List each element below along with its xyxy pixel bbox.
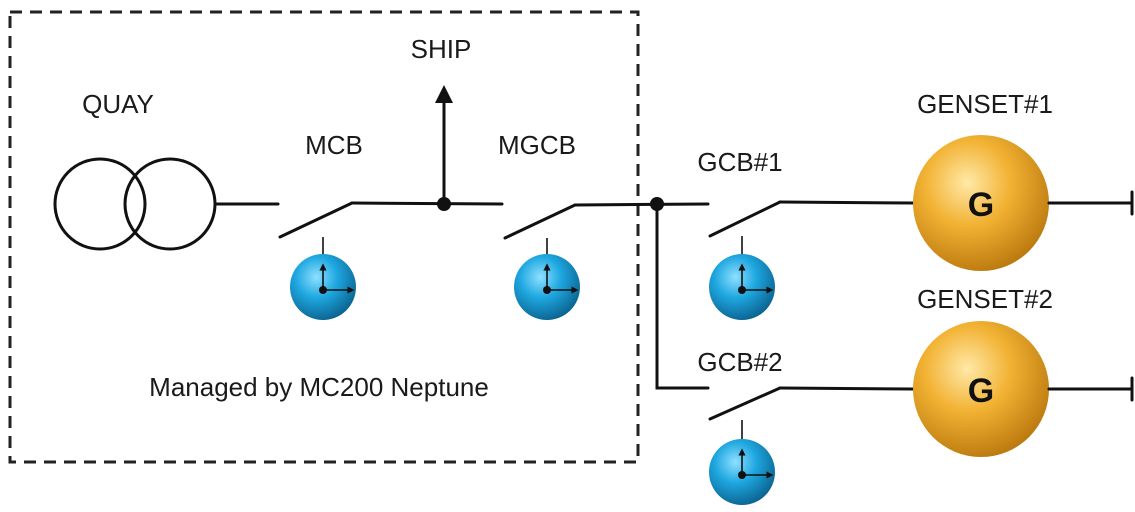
gcb2-relay-icon [709, 420, 775, 505]
genset2-symbol: G [968, 372, 994, 410]
mcb-switch-blade [278, 201, 354, 239]
mcb-relay-icon [290, 237, 356, 320]
managed-area-box [8, 10, 640, 464]
genset1-label: GENSET#1 [917, 89, 1053, 119]
gcb2-branch-wire [655, 202, 710, 390]
ship-label: SHIP [411, 34, 472, 64]
mgcb-to-node-wire [573, 202, 710, 207]
genset1-generator-icon: G [913, 135, 1049, 271]
genset2-generator-icon: G [913, 321, 1049, 457]
gcb1-to-genset1-wire [778, 200, 915, 205]
mgcb-switch-blade [503, 203, 577, 240]
quay-transformer-icon [53, 157, 217, 251]
gcb2-to-genset2-wire [778, 386, 915, 391]
mgcb-label: MGCB [498, 130, 576, 160]
gcb1-label: GCB#1 [697, 147, 782, 177]
ship-junction-node [437, 197, 451, 211]
gcb1-switch-blade [708, 200, 782, 238]
mcb-label: MCB [305, 130, 363, 160]
gcb2-label: GCB#2 [697, 347, 782, 377]
managed-by-caption: Managed by MC200 Neptune [149, 372, 489, 402]
mcb-to-node-wire [350, 201, 504, 206]
gcb1-relay-icon [709, 236, 775, 320]
genset1-symbol: G [968, 186, 994, 224]
gcb2-switch-blade [708, 386, 782, 421]
genset2-label: GENSET#2 [917, 284, 1053, 314]
quay-label: QUAY [82, 89, 154, 119]
mgcb-relay-icon [514, 238, 580, 320]
